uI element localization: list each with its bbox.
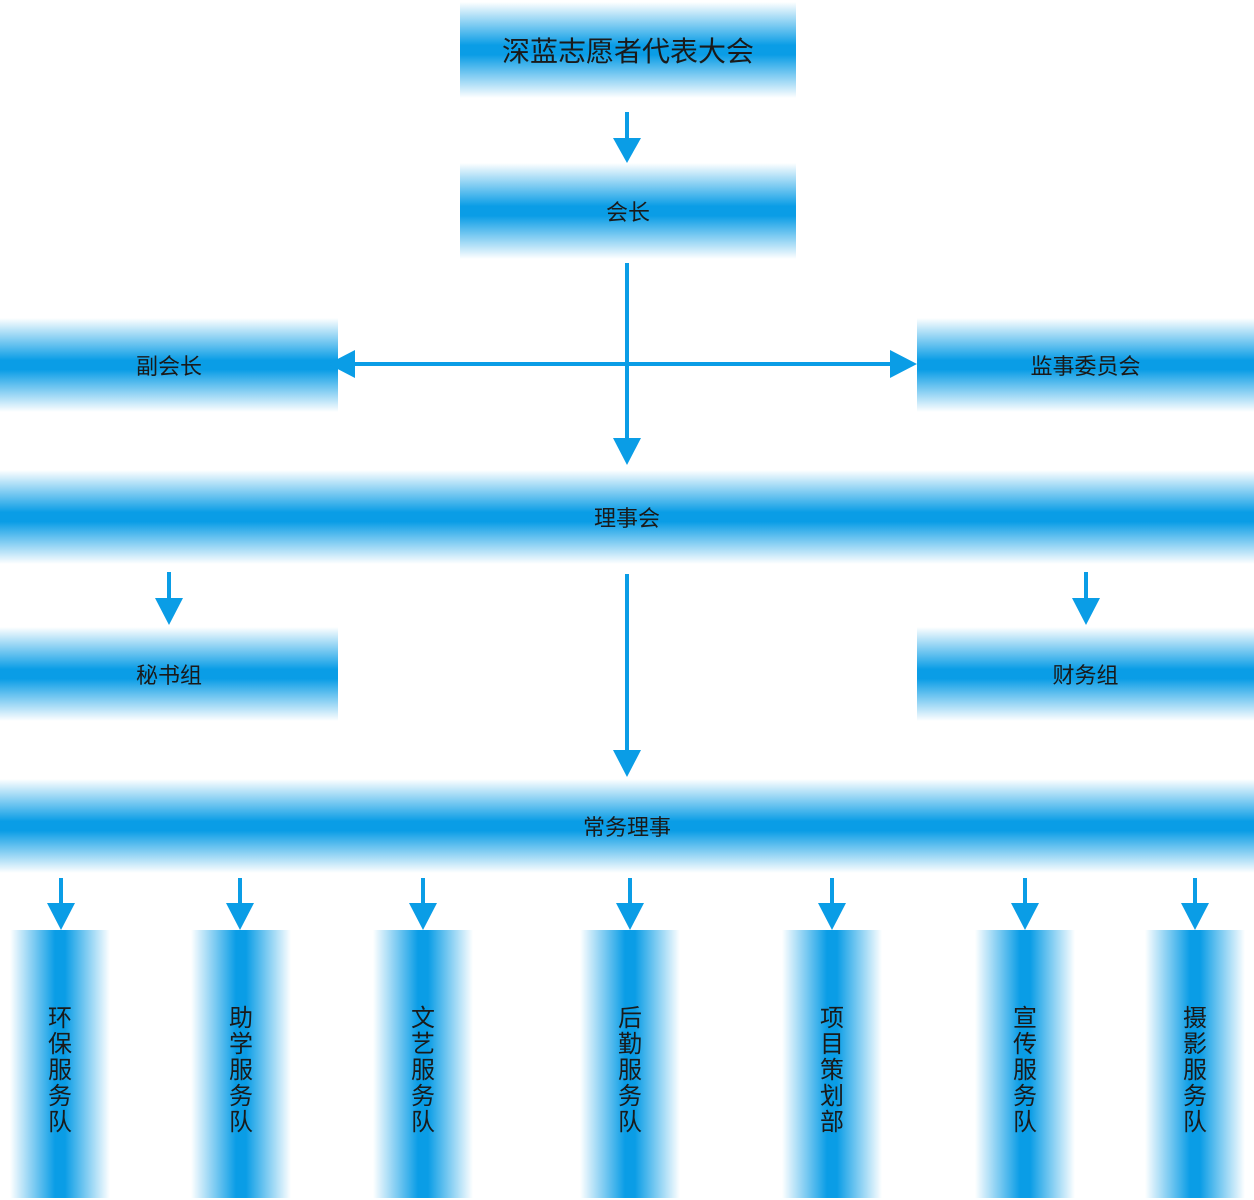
team-label-char: 划	[820, 1082, 844, 1110]
team-box: 文艺服务队	[373, 930, 473, 1198]
node-secretariat-label: 秘书组	[135, 664, 202, 689]
arrowhead-down	[155, 598, 183, 625]
team-box: 项目策划部	[782, 930, 882, 1198]
team-label: 文艺服务队	[373, 1005, 473, 1135]
team-label-char: 队	[48, 1108, 72, 1136]
arrowhead-down	[1072, 598, 1100, 625]
team-label-char: 队	[229, 1108, 253, 1136]
team-box: 助学服务队	[191, 930, 291, 1198]
arrowhead-down	[409, 903, 437, 930]
node-vice-president: 副会长	[0, 318, 338, 412]
team-label-char: 务	[411, 1082, 435, 1110]
node-council-label: 理事会	[593, 507, 660, 532]
node-vice-president-label: 副会长	[135, 355, 202, 380]
team-label-char: 服	[618, 1056, 642, 1084]
arrowhead-down	[616, 903, 644, 930]
team-label-char: 宣	[1013, 1004, 1037, 1032]
team-label-char: 目	[820, 1030, 844, 1058]
team-label-char: 务	[618, 1082, 642, 1110]
arrowhead-down	[613, 750, 641, 777]
team-label-char: 学	[229, 1030, 253, 1058]
team-label-char: 部	[820, 1108, 844, 1136]
team-label-char: 队	[411, 1108, 435, 1136]
arrowhead-down	[226, 903, 254, 930]
arrowhead-right	[890, 350, 917, 378]
team-label-char: 服	[48, 1056, 72, 1084]
team-label-char: 务	[1183, 1082, 1207, 1110]
arrowhead-down	[613, 138, 641, 163]
arrowhead-down	[47, 903, 75, 930]
node-secretariat: 秘书组	[0, 627, 338, 721]
team-label: 环保服务队	[10, 1005, 110, 1135]
arrowhead-down	[818, 903, 846, 930]
team-label-char: 项	[820, 1004, 844, 1032]
team-label-char: 服	[411, 1056, 435, 1084]
team-box: 后勤服务队	[580, 930, 680, 1198]
team-label-char: 摄	[1183, 1004, 1207, 1032]
node-congress: 深蓝志愿者代表大会	[460, 2, 796, 98]
team-label-char: 环	[48, 1004, 72, 1032]
node-president-label: 会长	[605, 201, 650, 226]
node-finance-label: 财务组	[1052, 664, 1119, 689]
node-president: 会长	[460, 163, 796, 259]
team-box: 宣传服务队	[975, 930, 1075, 1198]
node-supervisory: 监事委员会	[917, 318, 1254, 412]
team-label: 项目策划部	[782, 1005, 882, 1135]
node-executive: 常务理事	[0, 779, 1254, 873]
team-label-char: 勤	[618, 1030, 642, 1058]
team-label-char: 后	[618, 1004, 642, 1032]
node-executive-label: 常务理事	[582, 816, 671, 841]
team-label-char: 务	[48, 1082, 72, 1110]
arrowhead-left	[328, 350, 355, 378]
node-congress-label: 深蓝志愿者代表大会	[501, 35, 754, 68]
node-council: 理事会	[0, 470, 1254, 564]
team-label-char: 务	[229, 1082, 253, 1110]
team-label-char: 队	[1013, 1108, 1037, 1136]
team-label-char: 保	[48, 1030, 72, 1058]
team-label-char: 助	[229, 1004, 253, 1032]
team-label-char: 服	[1183, 1056, 1207, 1084]
team-label: 摄影服务队	[1145, 1005, 1245, 1135]
team-label-char: 队	[1183, 1108, 1207, 1136]
team-label-char: 策	[820, 1056, 844, 1084]
node-supervisory-label: 监事委员会	[1030, 355, 1141, 380]
team-label-char: 文	[411, 1004, 435, 1032]
team-label-char: 服	[1013, 1056, 1037, 1084]
team-box: 摄影服务队	[1145, 930, 1245, 1198]
team-label-char: 队	[618, 1108, 642, 1136]
team-label: 助学服务队	[191, 1005, 291, 1135]
team-label-char: 务	[1013, 1082, 1037, 1110]
team-label-char: 服	[229, 1056, 253, 1084]
node-finance: 财务组	[917, 627, 1254, 721]
team-label: 后勤服务队	[580, 1005, 680, 1135]
team-label-char: 影	[1183, 1030, 1207, 1058]
arrowhead-down	[1181, 903, 1209, 930]
team-label-char: 艺	[411, 1030, 435, 1058]
arrowhead-down	[613, 438, 641, 465]
team-box: 环保服务队	[10, 930, 110, 1198]
team-label: 宣传服务队	[975, 1005, 1075, 1135]
arrowhead-down	[1011, 903, 1039, 930]
team-label-char: 传	[1013, 1030, 1037, 1058]
